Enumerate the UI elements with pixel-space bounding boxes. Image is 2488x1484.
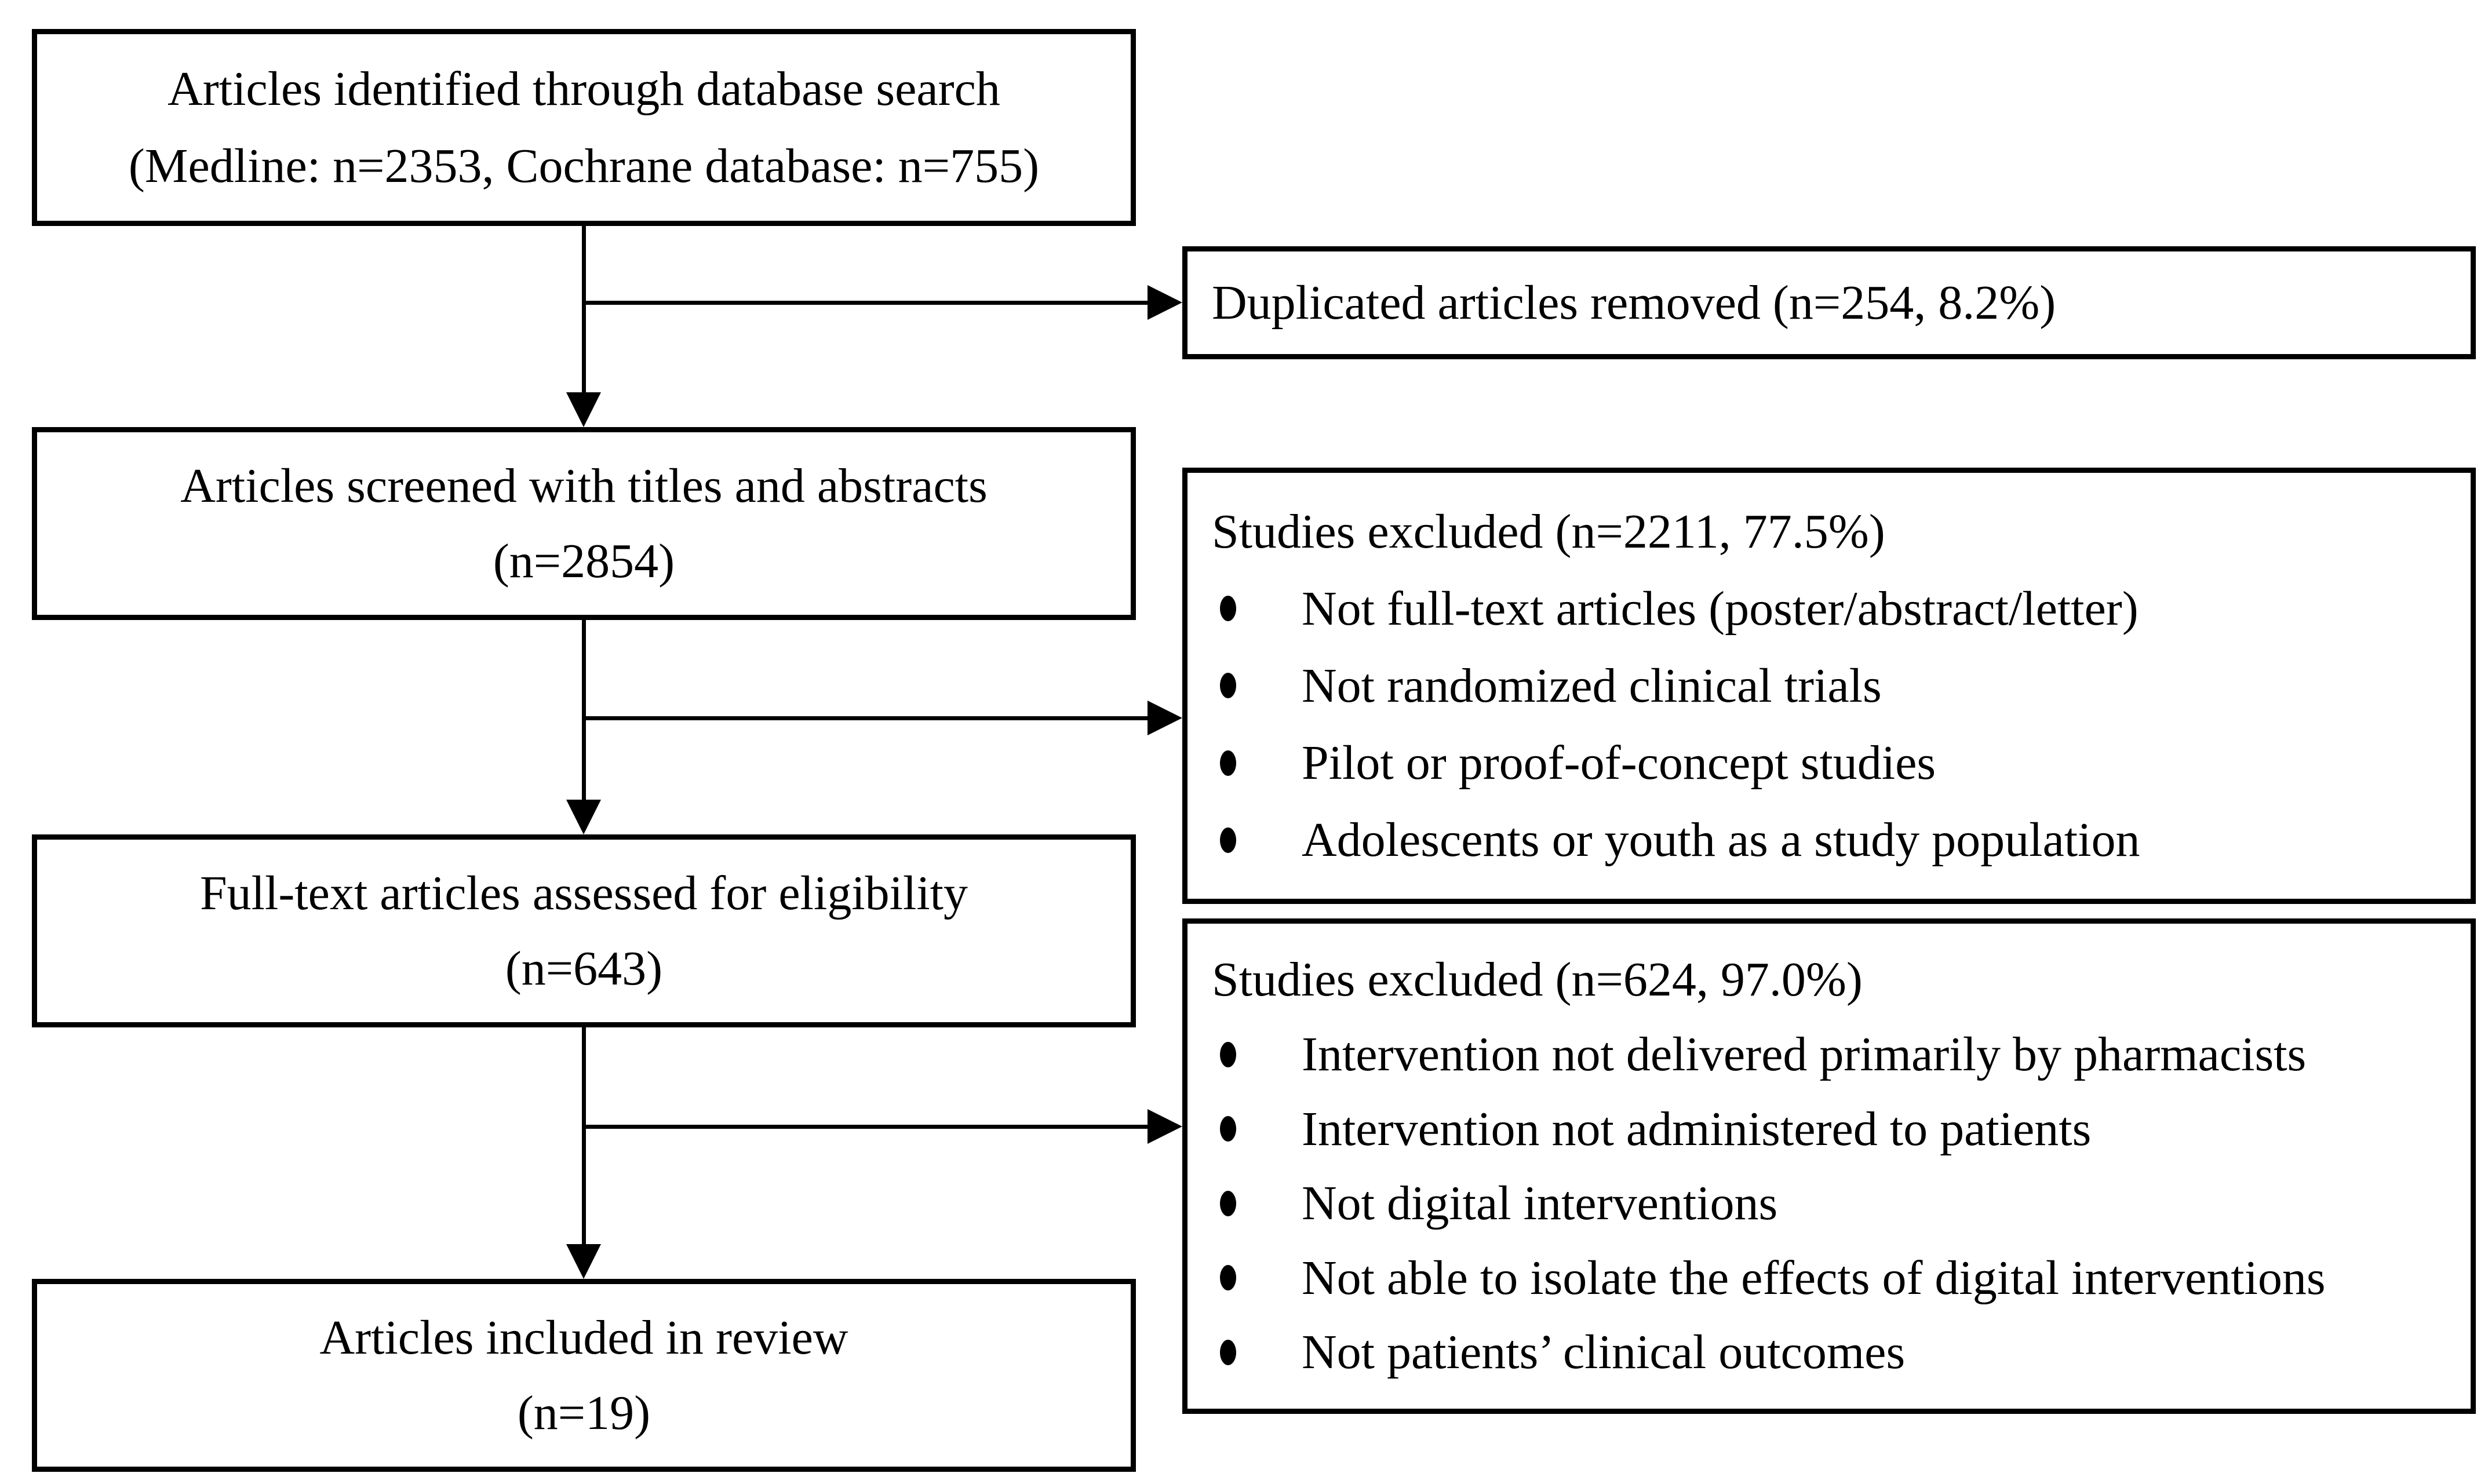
excluded-fulltext-item-text: Not digital interventions <box>1302 1176 1778 1231</box>
connector-eligibility-to-included <box>582 1027 586 1244</box>
excluded-fulltext-item: Not digital interventions <box>1220 1175 2457 1232</box>
connector-branch-to-excluded-screening <box>582 716 1148 720</box>
excluded-fulltext-item-text: Not patients’ clinical outcomes <box>1302 1325 1906 1380</box>
identification-line1: Articles identified through database sea… <box>167 62 1000 116</box>
bullet-icon <box>1220 750 1236 776</box>
arrowhead-into-eligibility <box>566 800 601 834</box>
arrowhead-into-screening <box>566 392 601 427</box>
connector-identification-to-screening <box>582 226 586 392</box>
excluded-screening-title: Studies excluded (n=2211, 77.5%) <box>1212 504 1885 559</box>
excluded-fulltext-item: Not patients’ clinical outcomes <box>1220 1323 2457 1381</box>
bullet-icon <box>1220 596 1236 622</box>
eligibility-box: Full-text articles assessed for eligibil… <box>32 834 1136 1027</box>
excluded-fulltext-item: Intervention not administered to patient… <box>1220 1100 2457 1158</box>
bullet-icon <box>1220 1339 1236 1365</box>
eligibility-count: (n=643) <box>505 941 663 996</box>
excluded-screening-item: Not full-text articles (poster/abstract/… <box>1220 580 2457 637</box>
connector-branch-to-duplicates <box>582 301 1148 305</box>
bullet-icon <box>1220 1190 1236 1216</box>
duplicates-removed-text: Duplicated articles removed (n=254, 8.2%… <box>1212 275 2056 330</box>
eligibility-line1: Full-text articles assessed for eligibil… <box>199 866 968 920</box>
excluded-fulltext-item: Intervention not delivered primarily by … <box>1220 1026 2457 1083</box>
bullet-icon <box>1220 1116 1236 1142</box>
excluded-screening-item-text: Not full-text articles (poster/abstract/… <box>1302 581 2139 636</box>
bullet-icon <box>1220 1041 1236 1067</box>
arrowhead-into-duplicates <box>1148 285 1182 320</box>
duplicates-removed-box: Duplicated articles removed (n=254, 8.2%… <box>1182 246 2476 359</box>
arrowhead-into-included <box>566 1244 601 1279</box>
screening-line1: Articles screened with titles and abstra… <box>180 458 988 513</box>
bullet-icon <box>1220 827 1236 853</box>
screening-box: Articles screened with titles and abstra… <box>32 427 1136 620</box>
excluded-fulltext-title: Studies excluded (n=624, 97.0%) <box>1212 953 1863 1007</box>
excluded-fulltext-item: Not able to isolate the effects of digit… <box>1220 1249 2457 1307</box>
excluded-screening-item: Adolescents or youth as a study populati… <box>1220 811 2457 869</box>
excluded-screening-item: Not randomized clinical trials <box>1220 657 2457 714</box>
connector-branch-to-excluded-fulltext <box>582 1125 1148 1129</box>
connector-screening-to-eligibility <box>582 620 586 800</box>
included-count: (n=19) <box>517 1385 651 1440</box>
arrowhead-into-excluded-fulltext <box>1148 1109 1182 1144</box>
arrowhead-into-excluded-screening <box>1148 701 1182 735</box>
excluded-screening-item-text: Not randomized clinical trials <box>1302 658 1882 713</box>
identification-line2: (Medline: n=2353, Cochrane database: n=7… <box>128 138 1040 193</box>
excluded-fulltext-box: Studies excluded (n=624, 97.0%) Interven… <box>1182 918 2476 1414</box>
excluded-fulltext-item-text: Not able to isolate the effects of digit… <box>1302 1250 2326 1305</box>
included-box: Articles included in review (n=19) <box>32 1279 1136 1472</box>
excluded-screening-item-text: Pilot or proof-of-concept studies <box>1302 735 1936 790</box>
excluded-fulltext-item-text: Intervention not delivered primarily by … <box>1302 1027 2307 1082</box>
bullet-icon <box>1220 1265 1236 1291</box>
excluded-fulltext-item-text: Intervention not administered to patient… <box>1302 1102 2092 1156</box>
bullet-icon <box>1220 673 1236 699</box>
included-line1: Articles included in review <box>319 1310 848 1365</box>
screening-count: (n=2854) <box>493 534 675 588</box>
excluded-screening-item-text: Adolescents or youth as a study populati… <box>1302 812 2140 867</box>
excluded-screening-item: Pilot or proof-of-concept studies <box>1220 734 2457 792</box>
excluded-screening-box: Studies excluded (n=2211, 77.5%) Not ful… <box>1182 468 2476 904</box>
identification-box: Articles identified through database sea… <box>32 29 1136 226</box>
